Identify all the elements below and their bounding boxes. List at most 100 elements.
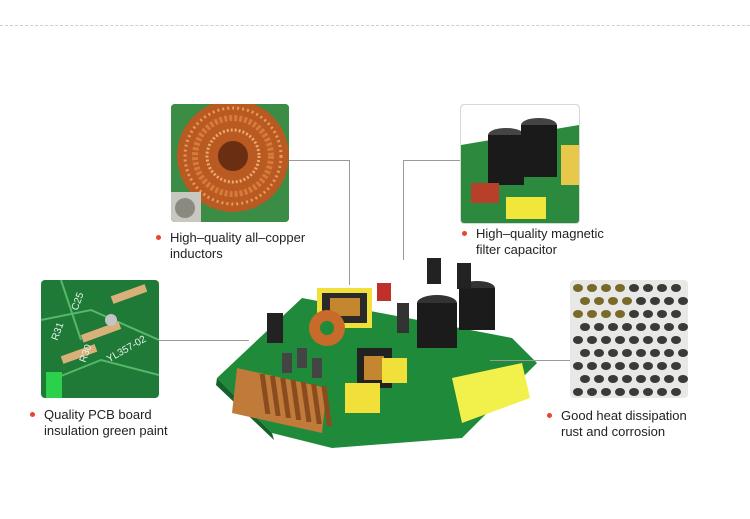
caption-capacitor-line2: filter capacitor <box>476 242 557 257</box>
perforation-hole <box>671 388 681 396</box>
perforation-hole <box>657 284 667 292</box>
perforation-hole <box>650 349 660 357</box>
perforation-hole <box>580 297 590 305</box>
perforation-hole <box>629 362 639 370</box>
bullet-dot <box>547 413 552 418</box>
perforation-hole <box>580 323 590 331</box>
perforation-hole <box>587 310 597 318</box>
perforation-hole <box>664 297 674 305</box>
perforation-hole <box>643 362 653 370</box>
perforation-hole <box>622 297 632 305</box>
perforation-hole <box>629 310 639 318</box>
perforation-hole <box>657 310 667 318</box>
caption-heat-line1: Good heat dissipation <box>561 408 687 423</box>
caption-inductor-line1: High–quality all–copper <box>170 230 306 245</box>
leader-line-capacitor <box>403 160 460 161</box>
perforation-hole <box>643 336 653 344</box>
perforation-hole <box>664 349 674 357</box>
perforation-hole <box>636 375 646 383</box>
perforation-hole <box>573 310 583 318</box>
caption-pcb-line1: Quality PCB board <box>44 407 152 422</box>
perforation-hole <box>643 310 653 318</box>
bullet-dot <box>30 412 35 417</box>
perforation-hole <box>587 362 597 370</box>
caption-heat: Good heat dissipation rust and corrosion <box>547 408 687 440</box>
perforation-hole <box>608 375 618 383</box>
perforation-hole <box>615 310 625 318</box>
perforation-hole <box>573 284 583 292</box>
perforation-hole <box>671 336 681 344</box>
perforation-hole <box>601 362 611 370</box>
perforation-hole <box>573 388 583 396</box>
perforation-hole <box>594 323 604 331</box>
perforation-hole <box>650 297 660 305</box>
perforation-hole <box>636 349 646 357</box>
caption-inductor-line2: inductors <box>170 246 223 261</box>
power-supply-board-image <box>212 248 542 448</box>
perforation-hole <box>629 336 639 344</box>
perforation-hole <box>643 284 653 292</box>
perforation-hole <box>587 388 597 396</box>
caption-capacitor: High–quality magnetic filter capacitor <box>462 226 604 258</box>
perforation-hole <box>601 284 611 292</box>
perforation-hole <box>622 375 632 383</box>
caption-inductor: High–quality all–copper inductors <box>156 230 306 262</box>
leader-line-capacitor-drop <box>403 160 404 260</box>
perforation-hole <box>678 323 688 331</box>
perforation-hole <box>671 284 681 292</box>
pcb-closeup-photo: C25 R31 R30 YL357-02 <box>41 280 159 398</box>
perforation-hole <box>678 297 688 305</box>
perforated-metal-photo <box>570 280 688 398</box>
perforation-hole <box>636 323 646 331</box>
leader-line-heat <box>490 360 570 361</box>
perforation-hole <box>594 375 604 383</box>
perforation-hole <box>615 362 625 370</box>
perforation-hole <box>601 310 611 318</box>
caption-pcb-line2: insulation green paint <box>44 423 168 438</box>
leader-line-inductor <box>289 160 349 161</box>
perforation-hole <box>587 284 597 292</box>
perforation-hole <box>580 349 590 357</box>
perforation-hole <box>636 297 646 305</box>
perforation-hole <box>657 388 667 396</box>
perforation-hole <box>594 349 604 357</box>
copper-coil-photo <box>171 104 289 222</box>
perforation-hole <box>608 297 618 305</box>
perforation-hole <box>615 284 625 292</box>
perforation-hole <box>608 349 618 357</box>
perforation-hole <box>678 375 688 383</box>
caption-pcb: Quality PCB board insulation green paint <box>30 407 168 439</box>
perforation-hole <box>615 336 625 344</box>
perforation-hole <box>650 323 660 331</box>
perforation-hole <box>608 323 618 331</box>
top-dashed-divider <box>0 25 750 26</box>
perforation-hole <box>678 349 688 357</box>
perforation-hole <box>629 284 639 292</box>
perforation-hole <box>664 375 674 383</box>
perforation-hole <box>657 336 667 344</box>
perforation-hole <box>601 388 611 396</box>
capacitor-photo <box>460 104 580 224</box>
perforation-hole <box>573 362 583 370</box>
perforation-hole <box>671 310 681 318</box>
bullet-dot <box>462 231 467 236</box>
leader-line-pcb <box>159 340 249 341</box>
perforation-hole <box>657 362 667 370</box>
caption-heat-line2: rust and corrosion <box>561 424 666 439</box>
bullet-dot <box>156 235 161 240</box>
perforation-hole <box>622 349 632 357</box>
perforation-hole <box>664 323 674 331</box>
perforation-hole <box>643 388 653 396</box>
perforation-hole <box>587 336 597 344</box>
perforation-hole <box>650 375 660 383</box>
perforation-hole <box>594 297 604 305</box>
perforation-hole <box>580 375 590 383</box>
perforation-hole <box>615 388 625 396</box>
perforation-hole <box>573 336 583 344</box>
perforation-hole <box>601 336 611 344</box>
leader-line-inductor-drop <box>349 160 350 285</box>
perforation-hole <box>629 388 639 396</box>
perforation-hole <box>622 323 632 331</box>
caption-capacitor-line1: High–quality magnetic <box>476 226 604 241</box>
perforation-hole <box>671 362 681 370</box>
